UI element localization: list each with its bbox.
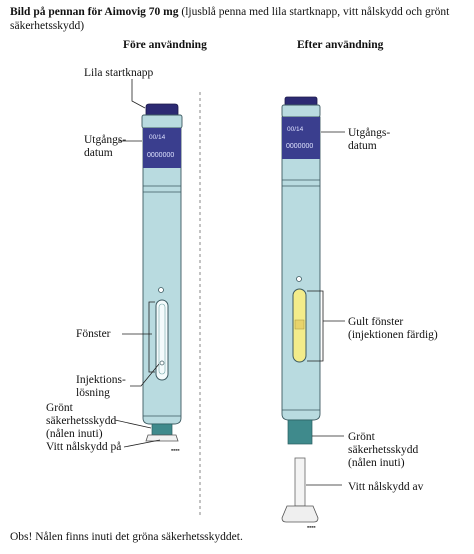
white-needle-cap [145,434,179,442]
label-guard-after-2: säkerhetsskydd [348,444,419,456]
label-expiry-after-1: Utgångs- [348,127,391,139]
label-expiry-after-2: datum [348,140,377,152]
label-start-button: Lila startknapp [84,67,154,79]
pen-body-after [281,116,321,421]
expiry-label-band-after [282,117,320,159]
label-expiry-1: Utgångs- [84,134,127,146]
label-solution-1: Injektions- [76,374,126,386]
label-yellow-window-1: Gult fönster [348,316,404,328]
white-needle-cap-removed [294,457,306,507]
label-cap-off: Vitt nålskydd av [348,481,424,493]
label-expiry-2: datum [84,147,113,159]
title-rest: (ljusblå penna med lila startknapp, vitt… [10,6,450,32]
window [155,299,169,381]
label-window: Fönster [76,328,111,340]
label-guard-2: säkerhetsskydd [46,415,117,427]
svg-text:■■■■: ■■■■ [307,525,315,529]
figure-title: Bild på pennan för Aimovig 70 mg (ljusbl… [10,6,466,33]
green-safety-guard [151,423,173,436]
indicator-hole [158,287,164,293]
exp-code-text: 00/14 [149,134,166,141]
title-bold: Bild på pennan för Aimovig 70 mg [10,6,179,18]
svg-text:■■■■: ■■■■ [171,448,179,452]
label-guard-1: Grönt [46,402,73,414]
label-guard-after-1: Grönt [348,431,375,443]
pen-before: 00/14 0000000 ■■■■ [141,103,183,452]
pen-top-cap [141,114,183,129]
expiry-label-band [143,128,181,168]
lot-code-text-after: 0000000 [286,143,313,150]
green-safety-guard-after [287,419,313,445]
exp-code-text-after: 00/14 [287,126,304,133]
solution-bubble [159,360,165,366]
after-heading: Efter användning [297,39,384,51]
pen-body [142,127,182,425]
before-heading: Före användning [123,39,207,51]
label-guard-after-3: (nålen inuti) [348,457,405,469]
footer-note: Obs! Nålen finns inuti det gröna säkerhe… [10,531,243,543]
pen-after: 00/14 0000000 ■■■■ [281,96,321,529]
purple-start-button [145,103,179,118]
label-guard-3: (nålen inuti) [46,428,103,440]
label-yellow-window-2: (injektionen färdig) [348,329,438,341]
label-solution-2: lösning [76,387,110,399]
label-cap-on: Vitt nålskydd på [46,441,122,453]
lot-code-text: 0000000 [147,152,174,159]
